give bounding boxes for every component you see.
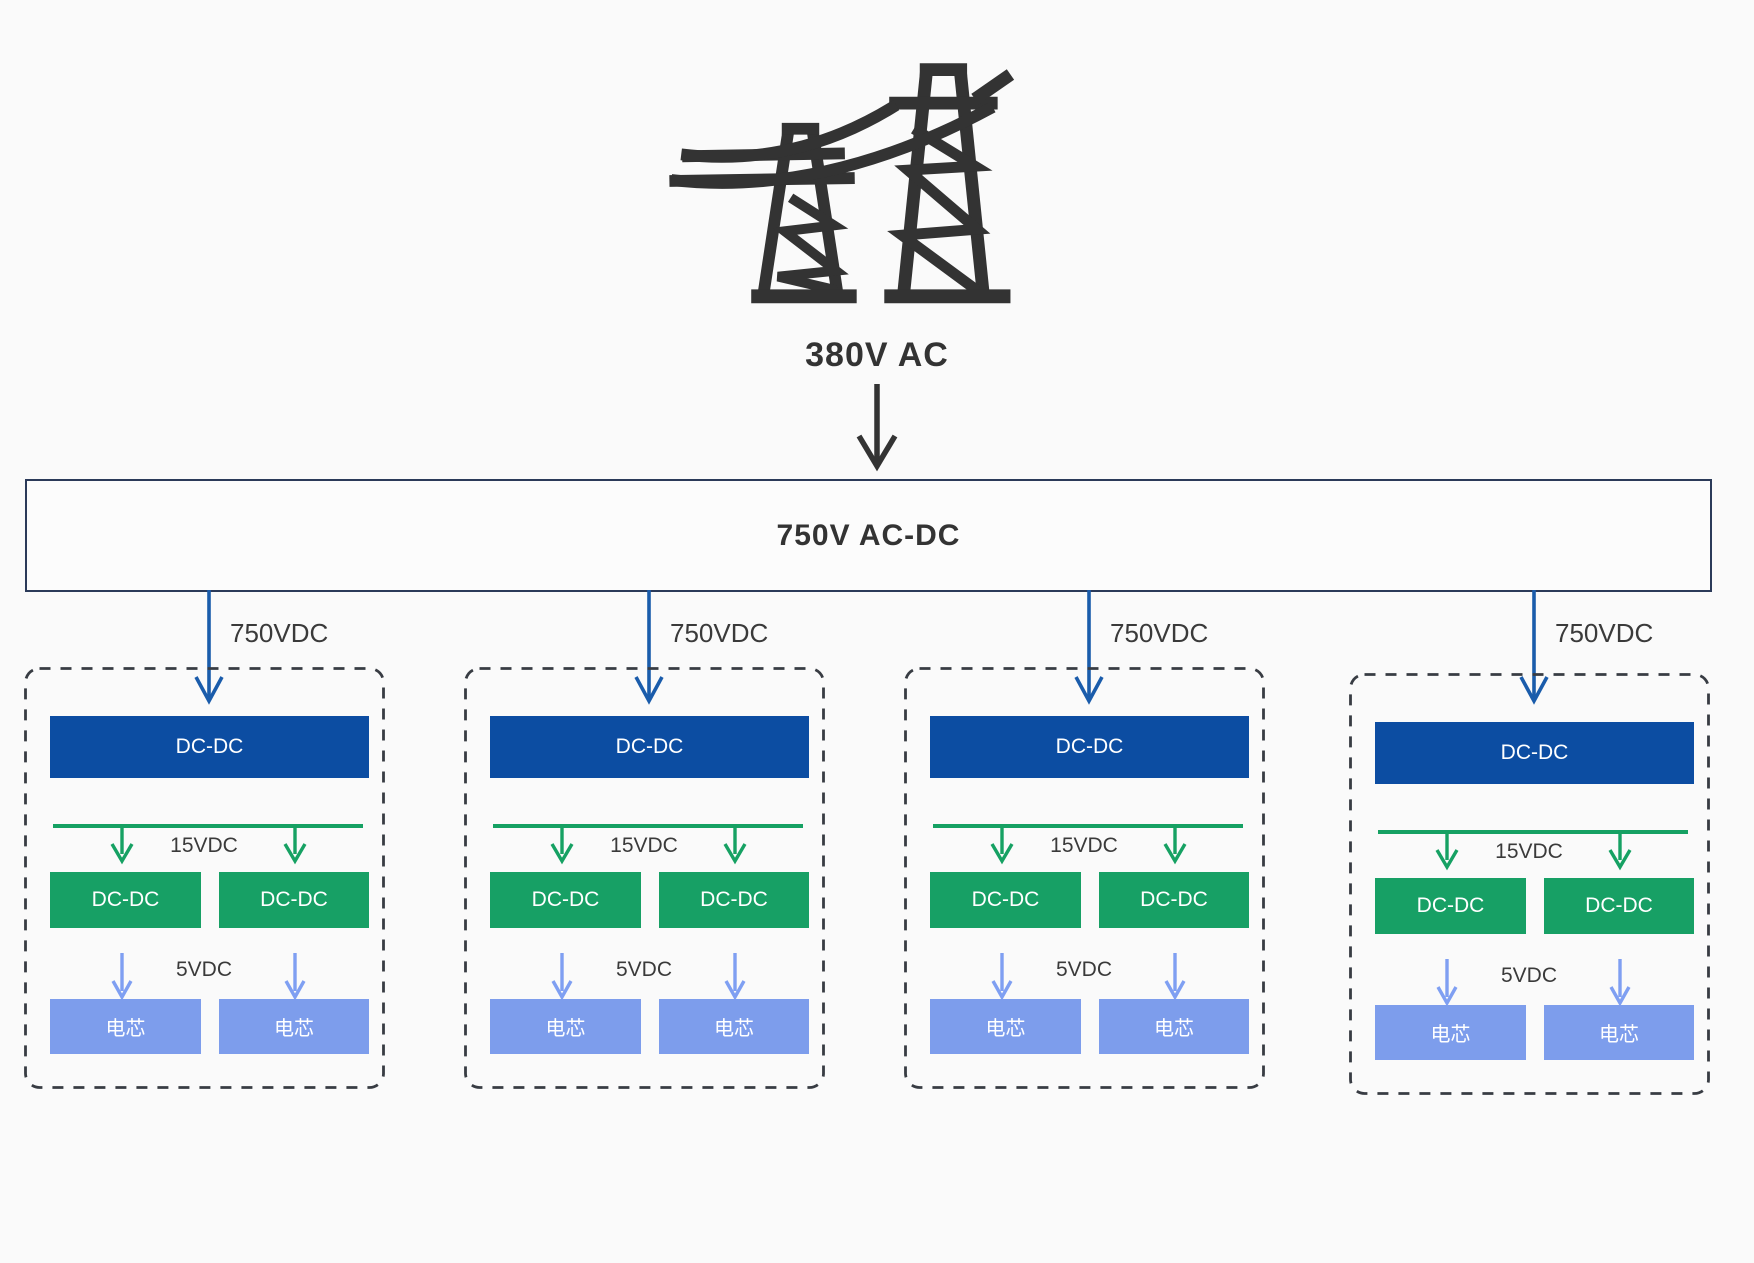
battery-cell-label: 电芯 xyxy=(714,1018,754,1040)
secondary-dcdc-box: DC-DC xyxy=(50,872,201,928)
primary-dcdc-box: DC-DC xyxy=(50,716,369,778)
5vdc-arrows xyxy=(991,953,1186,1001)
branch-input-voltage-label: 750VDC xyxy=(670,618,769,648)
secondary-dcdc-box: DC-DC xyxy=(1544,878,1694,934)
battery-cell-label: 电芯 xyxy=(985,1018,1026,1040)
battery-branch: 750VDC DC-DC 15VDC DC-DC xyxy=(1325,0,1754,1263)
secondary-dcdc-box: DC-DC xyxy=(1375,878,1526,934)
battery-cell-label: 电芯 xyxy=(545,1018,586,1040)
cell-voltage-label: 5VDC xyxy=(1500,964,1558,987)
battery-cell-label: 电芯 xyxy=(105,1018,146,1040)
secondary-dcdc-box: DC-DC xyxy=(930,872,1081,928)
battery-module-group: DC-DC 15VDC DC-DC DC-DC xyxy=(1349,673,1710,1095)
secondary-dcdc-label: DC-DC xyxy=(971,888,1040,911)
battery-cell-label: 电芯 xyxy=(1599,1024,1639,1046)
group-dashed-border xyxy=(24,667,385,1089)
15vdc-bus-and-arrows xyxy=(933,824,1243,865)
secondary-dcdc-box: DC-DC xyxy=(659,872,809,928)
battery-cell-box: 电芯 xyxy=(1544,1005,1694,1060)
secondary-dcdc-label: DC-DC xyxy=(260,888,328,911)
15vdc-bus-and-arrows xyxy=(493,824,803,865)
primary-dcdc-box: DC-DC xyxy=(1375,722,1694,784)
battery-cell-box: 电芯 xyxy=(490,999,641,1054)
secondary-dcdc-box: DC-DC xyxy=(490,872,641,928)
battery-cell-box: 电芯 xyxy=(1375,1005,1526,1060)
primary-dcdc-box: DC-DC xyxy=(930,716,1249,778)
5vdc-arrows xyxy=(111,953,306,1001)
branch-input-voltage-label: 750VDC xyxy=(1555,618,1654,648)
source-to-converter-arrow xyxy=(856,384,898,472)
primary-dcdc-label: DC-DC xyxy=(1055,735,1124,758)
battery-cell-box: 电芯 xyxy=(50,999,201,1054)
battery-module-group: DC-DC 15VDC DC-DC DC-DC xyxy=(464,667,825,1089)
secondary-dcdc-label: DC-DC xyxy=(91,888,160,911)
branch-input-arrow xyxy=(1074,590,1104,705)
5vdc-arrows xyxy=(1436,959,1631,1007)
battery-cell-label: 电芯 xyxy=(274,1018,314,1040)
ac-dc-converter-label: 750V AC-DC xyxy=(776,518,961,552)
secondary-dcdc-label: DC-DC xyxy=(1140,888,1208,911)
secondary-dcdc-label: DC-DC xyxy=(1585,894,1653,917)
cell-voltage-label: 5VDC xyxy=(1055,958,1113,981)
battery-module-group: DC-DC 15VDC DC-DC DC-DC xyxy=(24,667,385,1089)
branch-input-voltage-label: 750VDC xyxy=(1110,618,1209,648)
branch-input-arrow xyxy=(194,590,224,705)
primary-dcdc-label: DC-DC xyxy=(615,735,684,758)
secondary-dcdc-box: DC-DC xyxy=(1099,872,1249,928)
battery-branch: 750VDC DC-DC 15VDC DC-DC xyxy=(440,0,880,1263)
secondary-dcdc-label: DC-DC xyxy=(531,888,600,911)
source-voltage-label: 380V AC xyxy=(805,336,949,374)
15vdc-bus-and-arrows xyxy=(53,824,363,865)
battery-cell-box: 电芯 xyxy=(930,999,1081,1054)
secondary-dcdc-box: DC-DC xyxy=(219,872,369,928)
15vdc-bus-and-arrows xyxy=(1378,830,1688,871)
battery-cell-box: 电芯 xyxy=(659,999,809,1054)
branch-input-arrow xyxy=(634,590,664,705)
branch-input-arrow xyxy=(1519,590,1549,705)
primary-dcdc-box: DC-DC xyxy=(490,716,809,778)
group-dashed-border xyxy=(1349,673,1710,1095)
battery-cell-label: 电芯 xyxy=(1430,1024,1471,1046)
bus-voltage-label: 15VDC xyxy=(1495,840,1563,863)
primary-dcdc-label: DC-DC xyxy=(175,735,244,758)
bus-voltage-label: 15VDC xyxy=(610,834,678,857)
battery-cell-label: 电芯 xyxy=(1154,1018,1194,1040)
secondary-dcdc-label: DC-DC xyxy=(1416,894,1485,917)
group-dashed-border xyxy=(904,667,1265,1089)
group-dashed-border xyxy=(464,667,825,1089)
battery-branch: 750VDC DC-DC 15VDC DC-DC xyxy=(0,0,440,1263)
transmission-towers-icon xyxy=(669,63,1015,304)
battery-cell-box: 电芯 xyxy=(1099,999,1249,1054)
cell-voltage-label: 5VDC xyxy=(615,958,673,981)
battery-module-group: DC-DC 15VDC DC-DC DC-DC xyxy=(904,667,1265,1089)
cell-voltage-label: 5VDC xyxy=(175,958,233,981)
ac-dc-converter-box: 750V AC-DC xyxy=(25,479,1712,592)
branch-input-voltage-label: 750VDC xyxy=(230,618,329,648)
primary-dcdc-label: DC-DC xyxy=(1500,741,1569,764)
secondary-dcdc-label: DC-DC xyxy=(700,888,768,911)
battery-branch: 750VDC DC-DC 15VDC DC-DC xyxy=(880,0,1320,1263)
battery-cell-box: 电芯 xyxy=(219,999,369,1054)
5vdc-arrows xyxy=(551,953,746,1001)
bus-voltage-label: 15VDC xyxy=(1050,834,1118,857)
bus-voltage-label: 15VDC xyxy=(170,834,238,857)
